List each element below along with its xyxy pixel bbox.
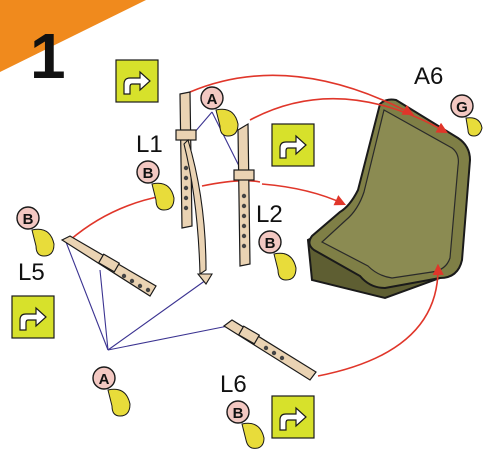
route-l1-top (189, 74, 414, 116)
strap-l5-buckle (97, 253, 121, 273)
marker-a-bottom-letter: A (99, 371, 110, 388)
roll-up-arrow-icon (123, 70, 151, 95)
roll-up-box-l2 (271, 123, 315, 167)
roll-up-arrow-icon (279, 406, 307, 431)
strap-l6-buckle (237, 325, 261, 345)
seat-inner-shell (320, 109, 459, 279)
marker-b-l1: B (136, 160, 175, 211)
strap-l5 (60, 235, 157, 297)
marker-a-bottom: A (92, 366, 131, 417)
marker-b-l1-letter: B (143, 165, 154, 182)
roll-up-arrow-icon (19, 306, 47, 331)
marker-b-l5: B (16, 206, 55, 257)
marker-b-l5-letter: B (23, 211, 34, 228)
strap-l5-holes (121, 273, 151, 293)
seat-a6 (306, 98, 472, 300)
label-l2: L2 (256, 201, 283, 228)
strap-l2-holes (241, 193, 247, 249)
connection-lines (65, 111, 243, 351)
step-banner-shape (0, 0, 146, 72)
marker-a-top: A (200, 86, 239, 137)
marker-b-l6-letter: B (233, 405, 244, 422)
roll-up-box-l6 (271, 395, 315, 439)
strap-l1-body (179, 91, 193, 229)
marker-b-l2: B (258, 230, 297, 281)
strap-l2 (233, 122, 255, 267)
step-number: 1 (30, 20, 66, 92)
marker-a-top-letter: A (207, 91, 218, 108)
label-a6: A6 (414, 63, 443, 90)
step-banner: 1 (0, 0, 146, 92)
roll-up-box-top (115, 59, 159, 103)
label-l5: L5 (18, 259, 45, 286)
label-l6: L6 (220, 371, 247, 398)
label-l1: L1 (136, 131, 163, 158)
link-a-l5-2 (99, 269, 109, 351)
strap-l2-buckle (233, 169, 255, 181)
link-a-l1-bottom (107, 279, 207, 351)
marker-b-l2-letter: B (265, 235, 276, 252)
link-a-l2 (211, 111, 243, 173)
strap-l6-holes (263, 345, 285, 361)
route-l5 (69, 195, 163, 241)
link-a-l6 (107, 325, 229, 351)
part-labels: A6 L1 L2 L5 L6 (18, 63, 443, 398)
routing-lines (69, 74, 448, 377)
strap-l1-buckle (175, 129, 197, 141)
marker-g-seat-letter: G (456, 99, 468, 116)
route-l6 (317, 263, 444, 377)
strap-l1-tip (196, 273, 213, 285)
route-l2-mid (261, 183, 347, 206)
roll-up-arrow-icon (279, 134, 307, 159)
marker-g-seat: G (450, 94, 483, 137)
roll-up-box-l5 (11, 295, 55, 339)
marker-b-l6: B (226, 400, 265, 449)
strap-l1-holes (183, 165, 189, 211)
strap-l1 (175, 91, 213, 285)
strap-l6 (222, 319, 317, 381)
route-l1-mid (201, 179, 261, 187)
route-l2-top (249, 97, 448, 134)
link-a-l5-1 (65, 241, 109, 351)
